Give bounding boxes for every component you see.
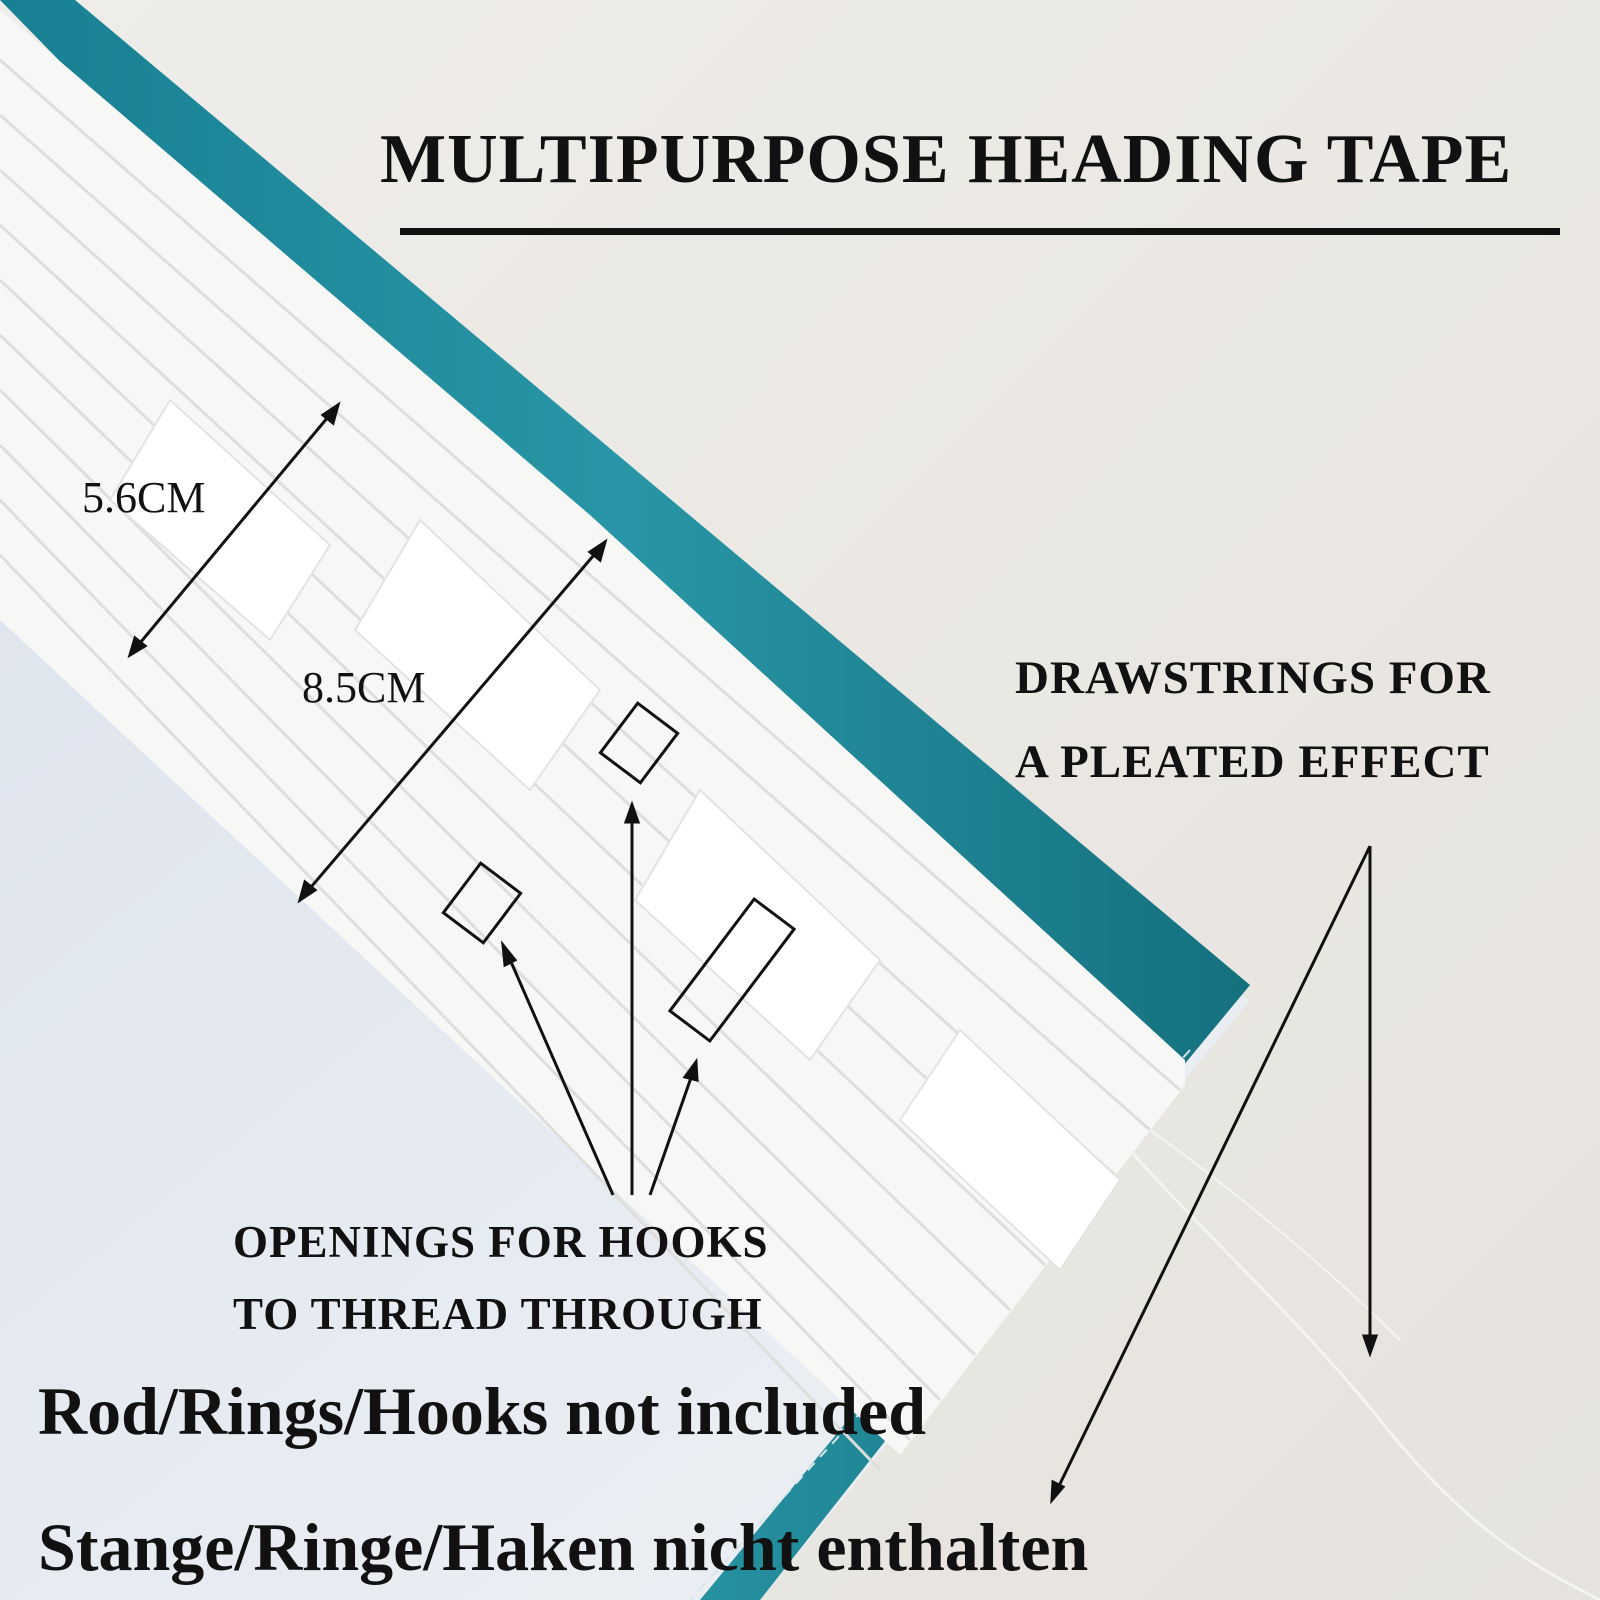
drawstring-arrow-2 [1055, 845, 1372, 1491]
opening-marker-2 [441, 861, 523, 945]
page-title: MULTIPURPOSE HEADING TAPE [380, 121, 1513, 198]
tape-pocket-blocks [108, 398, 1122, 1272]
drawstrings-callout-line-2: A PLEATED EFFECT [1015, 736, 1490, 788]
annotation-arrows [127, 401, 1379, 1505]
arrowhead [1050, 1479, 1066, 1505]
opening-marker-1 [598, 701, 680, 785]
hem-stitch-line [689, 1049, 1191, 1600]
arrowhead [127, 635, 148, 659]
not-included-notice-en: Rod/Rings/Hooks not included [38, 1373, 927, 1449]
arrowhead [587, 538, 608, 563]
drawstring-cord-2 [1149, 1129, 1401, 1341]
arrowhead [297, 879, 318, 904]
not-included-notice-de: Stange/Ringe/Haken nicht enthalten [38, 1509, 1089, 1585]
drawstrings-callout-line-1: DRAWSTRINGS FOR [1015, 652, 1491, 704]
arrowhead [320, 401, 341, 426]
opening-arrow-1 [506, 954, 615, 1196]
opening-marker-3 [667, 896, 797, 1044]
heading-tape [0, 10, 1185, 1455]
title-underline [400, 228, 1560, 235]
openings-callout-line-2: TO THREAD THROUGH [233, 1289, 763, 1339]
arrowhead [682, 1057, 699, 1082]
dimension-arrow-8-5 [298, 541, 607, 901]
arrowhead [501, 940, 518, 968]
opening-arrow-3 [648, 1071, 695, 1196]
arrowhead [1361, 1334, 1379, 1358]
teal-hem [0, 0, 1250, 1600]
openings-callout: OPENINGS FOR HOOKS TO THREAD THROUGH [233, 1206, 769, 1350]
openings-callout-line-1: OPENINGS FOR HOOKS [233, 1217, 769, 1267]
dimension-label-hook-span: 8.5CM [302, 663, 426, 712]
dimension-label-tape-width: 5.6CM [82, 473, 206, 522]
drawstring-cord [1128, 1149, 1600, 1600]
dimension-arrow-5-6 [128, 404, 340, 656]
drawstrings-callout: DRAWSTRINGS FOR A PLEATED EFFECT [1015, 636, 1491, 804]
arrowhead [623, 800, 641, 824]
